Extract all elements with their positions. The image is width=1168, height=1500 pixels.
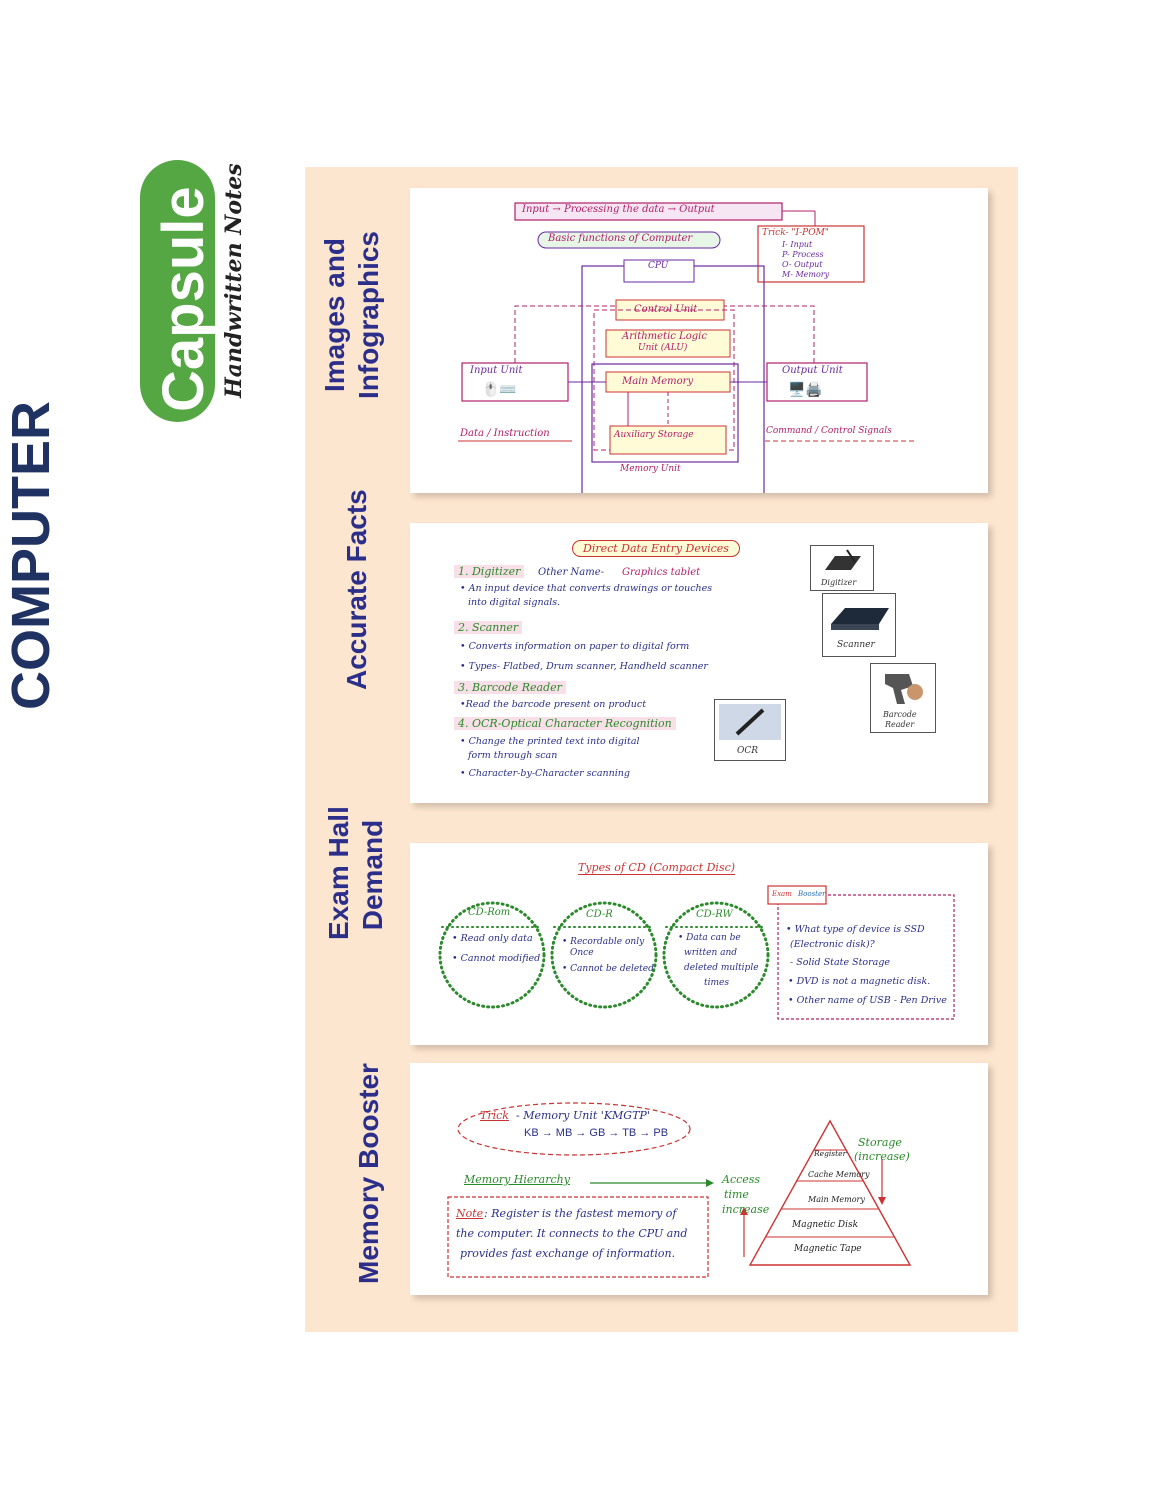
alu-label-2: Unit (ALU) bbox=[638, 343, 688, 353]
note-line-1: : Register is the fastest memory of bbox=[484, 1207, 677, 1220]
booster-line-1: • What type of device is SSD bbox=[786, 924, 925, 935]
scanner-image: Scanner bbox=[822, 593, 896, 657]
digitizer-line-1: • An input device that converts drawings… bbox=[460, 583, 713, 594]
cd-rw-line-1: • Data can be bbox=[678, 933, 741, 943]
pyramid-register: Register bbox=[814, 1149, 847, 1158]
cd-rw-line-2: written and bbox=[684, 948, 738, 958]
trick-label: Trick bbox=[480, 1109, 509, 1122]
data-instruction-label: Data / Instruction bbox=[460, 428, 550, 439]
note-line-2: the computer. It connects to the CPU and bbox=[456, 1227, 688, 1240]
cd-rw-line-3: deleted multiple bbox=[684, 963, 759, 973]
cd-rom-line-1: • Read only data bbox=[452, 933, 533, 944]
access-line-2: time bbox=[724, 1188, 749, 1201]
cd-r-line-3: • Cannot be deleted bbox=[562, 964, 654, 974]
note-line-3: provides fast exchange of information. bbox=[460, 1247, 676, 1260]
barcode-caption-1: Barcode bbox=[883, 710, 917, 719]
trick-title: Trick- "I-POM" bbox=[762, 228, 829, 238]
section-title-memory: Memory Booster bbox=[353, 1063, 384, 1284]
card-memory-hierarchy: Trick - Memory Unit 'KMGTP' KB → MB → GB… bbox=[410, 1063, 988, 1295]
scanner-caption: Scanner bbox=[837, 640, 875, 650]
cd-rom-name: CD-Rom bbox=[468, 907, 511, 918]
ocr-caption: OCR bbox=[737, 746, 759, 756]
flow-label: Input → Processing the data → Output bbox=[522, 204, 715, 215]
item-scanner-heading: 2. Scanner bbox=[454, 621, 523, 634]
trick-item-4: M- Memory bbox=[782, 270, 830, 279]
memory-unit-label: Memory Unit bbox=[620, 464, 681, 474]
trick-text: - Memory Unit 'KMGTP' bbox=[516, 1109, 650, 1122]
cd-r-name: CD-R bbox=[586, 909, 613, 920]
ocr-image: OCR bbox=[714, 699, 786, 761]
cpu-label: CPU bbox=[648, 261, 669, 271]
item-digitizer-other: Other Name- bbox=[538, 567, 605, 578]
capsule-pill bbox=[140, 160, 215, 422]
section-title-facts: Accurate Facts bbox=[341, 489, 372, 690]
trick-item-2: P- Process bbox=[782, 250, 824, 259]
item-barcode-heading: 3. Barcode Reader bbox=[454, 681, 566, 694]
cd-rom-line-2: • Cannot modified bbox=[452, 953, 541, 964]
data-entry-title: Direct Data Entry Devices bbox=[572, 540, 740, 557]
booster-line-2: (Electronic disk)? bbox=[790, 939, 875, 950]
brand-computer: COMPUTER bbox=[1, 401, 61, 710]
scanner-line-2: • Types- Flatbed, Drum scanner, Handheld… bbox=[460, 661, 708, 672]
alu-label-1: Arithmetic Logic bbox=[622, 331, 707, 342]
storage-line-1: Storage bbox=[858, 1136, 902, 1149]
storage-line-2: (increase) bbox=[854, 1150, 910, 1163]
item-digitizer-heading: 1. Digitizer bbox=[454, 565, 525, 578]
digitizer-caption: Digitizer bbox=[821, 578, 857, 587]
barcode-line-1: •Read the barcode present on product bbox=[460, 699, 647, 710]
command-signals-label: Command / Control Signals bbox=[766, 426, 892, 436]
aux-storage-label: Auxiliary Storage bbox=[614, 430, 694, 440]
ocr-line-3: • Character-by-Character scanning bbox=[460, 768, 630, 779]
mouse-keyboard-icon: 🖱️⌨️ bbox=[482, 381, 517, 397]
digitizer-image: Digitizer bbox=[810, 545, 874, 591]
output-unit-label: Output Unit bbox=[782, 365, 843, 376]
memory-hierarchy-label: Memory Hierarchy bbox=[464, 1173, 570, 1186]
item-ocr-heading: 4. OCR-Optical Character Recognition bbox=[454, 717, 676, 730]
monitor-printer-icon: 🖥️🖨️ bbox=[788, 381, 823, 397]
note-label: Note bbox=[456, 1207, 484, 1220]
pyramid-disk: Magnetic Disk bbox=[792, 1220, 859, 1230]
input-unit-label: Input Unit bbox=[470, 365, 523, 376]
scanner-line-1: • Converts information on paper to digit… bbox=[460, 641, 690, 652]
card-basic-functions: Input → Processing the data → Output Bas… bbox=[410, 188, 988, 493]
main-memory-label: Main Memory bbox=[622, 376, 694, 387]
booster-tag-booster: Booster bbox=[798, 890, 826, 898]
card-cd-types: Types of CD (Compact Disc) CD-Rom • Read… bbox=[410, 843, 988, 1045]
cd-r-line-1: • Recordable only bbox=[562, 937, 645, 947]
ocr-line-1: • Change the printed text into digital bbox=[460, 736, 640, 747]
pyramid-tape: Magnetic Tape bbox=[794, 1244, 862, 1254]
trick-line-2: KB → MB → GB → TB → PB bbox=[524, 1127, 669, 1139]
brand-capsule: Capsule bbox=[151, 186, 216, 412]
access-line-3: increase bbox=[722, 1203, 770, 1216]
trick-item-3: O- Output bbox=[782, 260, 823, 269]
pyramid-main: Main Memory bbox=[808, 1195, 865, 1204]
diagram-connectors bbox=[458, 202, 915, 493]
trick-item-1: I- Input bbox=[782, 240, 813, 249]
booster-line-5: • Other name of USB - Pen Drive bbox=[788, 995, 947, 1006]
memory-diagram bbox=[447, 1102, 912, 1278]
brand-subtitle: Handwritten Notes bbox=[221, 163, 247, 398]
digitizer-line-2: into digital signals. bbox=[468, 597, 561, 608]
cd-rw-name: CD-RW bbox=[696, 909, 733, 920]
barcode-caption-2: Reader bbox=[885, 720, 915, 729]
item-digitizer-other-name: Graphics tablet bbox=[622, 567, 701, 578]
basic-functions-label: Basic functions of Computer bbox=[548, 233, 693, 244]
cd-rw-line-4: times bbox=[704, 978, 729, 988]
pyramid-cache: Cache Memory bbox=[808, 1170, 870, 1179]
booster-tag-exam: Exam bbox=[772, 890, 792, 898]
card-data-entry: Direct Data Entry Devices 1. Digitizer O… bbox=[410, 523, 988, 803]
cd-types-title: Types of CD (Compact Disc) bbox=[578, 861, 736, 875]
cd-circles bbox=[438, 885, 955, 1020]
cd-r-line-2: Once bbox=[570, 948, 594, 958]
barcode-reader-image: Barcode Reader bbox=[870, 663, 936, 733]
control-unit-label: Control Unit bbox=[634, 304, 698, 315]
booster-line-4: • DVD is not a magnetic disk. bbox=[788, 976, 931, 987]
ocr-line-2: form through scan bbox=[468, 750, 558, 761]
access-line-1: Access bbox=[722, 1173, 761, 1186]
booster-line-3: - Solid State Storage bbox=[790, 957, 891, 968]
